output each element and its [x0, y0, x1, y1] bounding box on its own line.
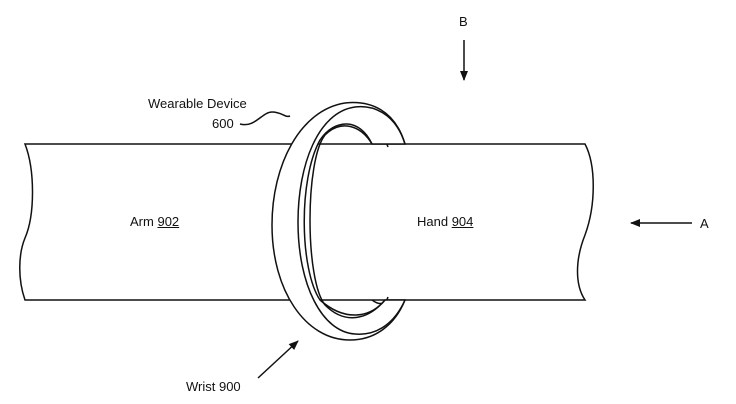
wearable-device-ref: 600 [212, 116, 234, 131]
hand-ref: 904 [451, 214, 474, 229]
arm-label: Arm 902 [130, 215, 179, 228]
arm-ref: 902 [157, 214, 180, 229]
wearable-device-leader [239, 111, 291, 126]
wearable-device-label: Wearable Device [148, 96, 247, 111]
arm-hand-body [19, 143, 594, 301]
hand-label: Hand 904 [417, 215, 473, 228]
view-b-label: B [459, 14, 468, 29]
ring-inner-hole [309, 125, 386, 319]
arm-text: Arm [130, 214, 154, 229]
hand-text: Hand [417, 214, 449, 229]
wrist-label: Wrist 900 [186, 379, 241, 394]
arrow-wrist [257, 340, 299, 379]
view-a-label: A [700, 216, 709, 231]
ring-front-face [297, 105, 406, 335]
